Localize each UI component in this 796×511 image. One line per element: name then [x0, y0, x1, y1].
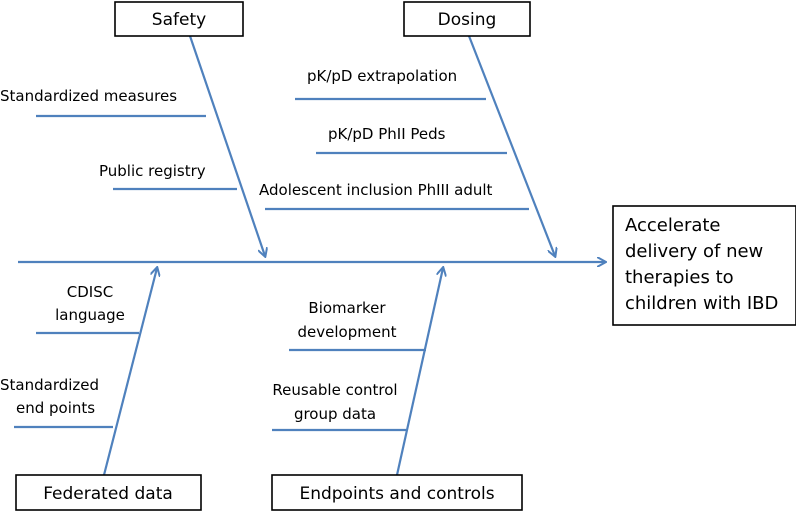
- federated-data-cause-2-label-line-2: end points: [16, 399, 95, 417]
- safety-bone: [188, 35, 265, 256]
- dosing-category-box: [403, 1, 531, 37]
- branch-dosing: Dosing pK/pD extrapolation pK/pD PhII Pe…: [259, 1, 555, 256]
- endpoints-and-controls-cause-1-label-line-2: development: [298, 323, 397, 341]
- dosing-bone: [467, 35, 555, 256]
- effect-line-1: Accelerate: [625, 215, 721, 236]
- branch-safety: Safety Standardized measures Public regi…: [0, 1, 265, 256]
- federated-data-cause-2-label-line-1: Standardized: [0, 376, 99, 394]
- effect-line-2: delivery of new: [625, 241, 763, 262]
- safety-category-box: [114, 1, 244, 37]
- branch-endpoints-and-controls: Endpoints and controls Biomarker develop…: [271, 268, 523, 511]
- federated-data-category-box: [15, 474, 202, 511]
- endpoints-and-controls-bone: [395, 268, 443, 476]
- safety-cause-2-label: Public registry: [99, 162, 206, 180]
- endpoints-and-controls-cause-1-label-line-1: Biomarker: [308, 299, 386, 317]
- dosing-cause-2-label: pK/pD PhII Peds: [328, 125, 446, 143]
- endpoints-and-controls-category-box: [271, 474, 523, 511]
- dosing-category-label: Dosing: [438, 10, 497, 30]
- safety-category-label: Safety: [152, 10, 206, 30]
- branch-federated-data: Federated data CDISC language Standardiz…: [0, 268, 202, 511]
- federated-data-cause-1-label-line-1: CDISC: [67, 283, 113, 301]
- safety-cause-1-label: Standardized measures: [0, 87, 177, 105]
- effect-box-border: [612, 205, 796, 326]
- dosing-cause-3-label: Adolescent inclusion PhIII adult: [259, 181, 493, 199]
- dosing-cause-1-label: pK/pD extrapolation: [307, 67, 457, 85]
- endpoints-and-controls-cause-2-label-line-1: Reusable control: [272, 381, 397, 399]
- federated-data-bone: [102, 268, 157, 476]
- effect-line-4: children with IBD: [625, 293, 778, 314]
- effect-line-3: therapies to: [625, 267, 734, 288]
- federated-data-category-label: Federated data: [43, 484, 173, 504]
- federated-data-cause-1-label-line-2: language: [55, 306, 125, 324]
- effect-box: Accelerate delivery of new therapies to …: [612, 205, 796, 326]
- endpoints-and-controls-cause-2-label-line-2: group data: [294, 405, 376, 423]
- endpoints-and-controls-category-label: Endpoints and controls: [299, 484, 494, 504]
